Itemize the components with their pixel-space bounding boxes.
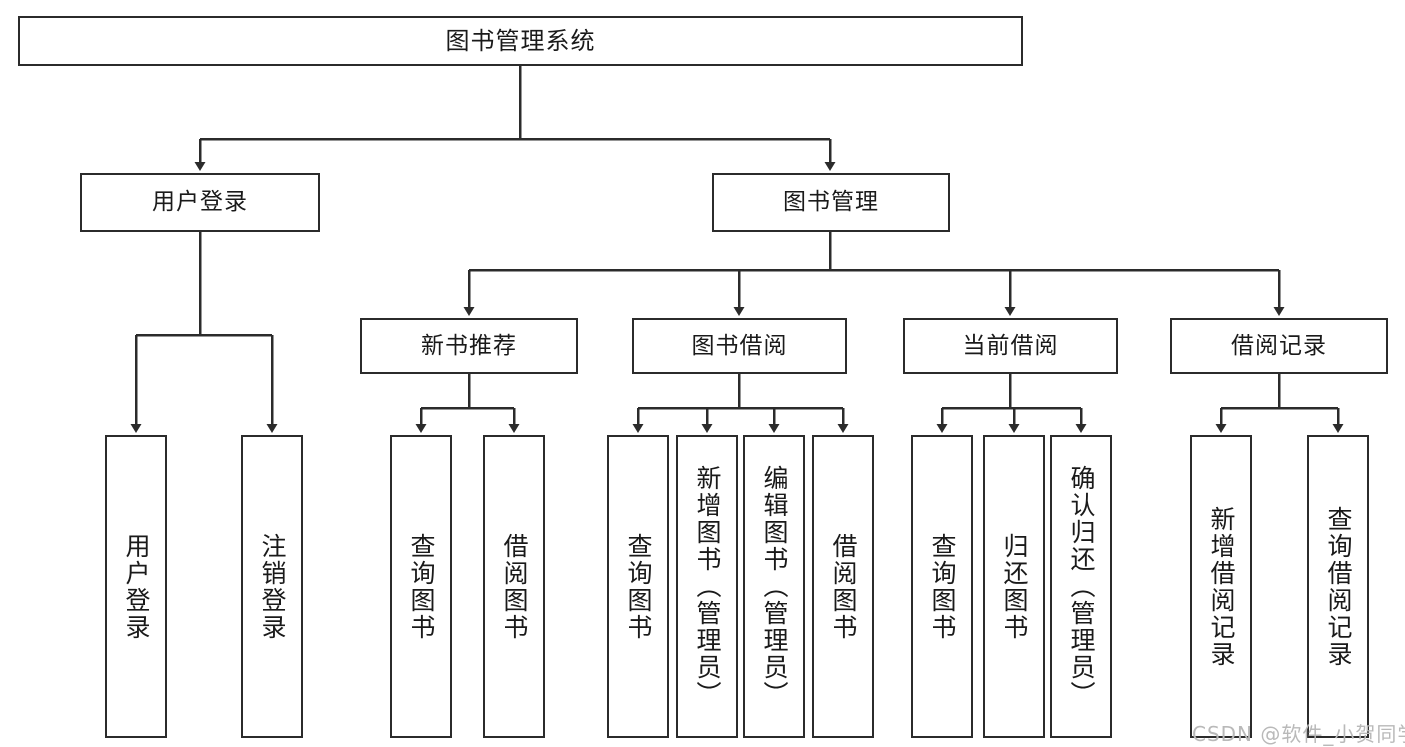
- leaf-query-book-bb[interactable]: 查询图书: [607, 435, 669, 738]
- leaf-query-book-nbr[interactable]: 查询图书: [390, 435, 452, 738]
- leaf-borrow-book-bb[interactable]: 借阅图书: [812, 435, 874, 738]
- leaf-borrow-book-bb-label: 借阅图书: [829, 532, 858, 641]
- leaf-edit-book-admin-label: 编辑图书（管理员）: [760, 465, 789, 708]
- leaf-borrow-book-nbr-label: 借阅图书: [500, 532, 529, 641]
- node-book-borrow[interactable]: 图书借阅: [632, 318, 847, 374]
- node-new-book-recommend[interactable]: 新书推荐: [360, 318, 578, 374]
- leaf-edit-book-admin[interactable]: 编辑图书（管理员）: [743, 435, 805, 738]
- node-user-login-label: 用户登录: [152, 189, 248, 215]
- leaf-query-book-cb-label: 查询图书: [928, 532, 957, 641]
- node-current-borrow[interactable]: 当前借阅: [903, 318, 1118, 374]
- leaf-confirm-return-admin[interactable]: 确认归还（管理员）: [1050, 435, 1112, 738]
- leaf-add-book-admin-label: 新增图书（管理员）: [693, 465, 722, 708]
- node-borrow-record[interactable]: 借阅记录: [1170, 318, 1388, 374]
- leaf-user-login[interactable]: 用户登录: [105, 435, 167, 738]
- leaf-return-book[interactable]: 归还图书: [983, 435, 1045, 738]
- leaf-query-borrow-record-label: 查询借阅记录: [1324, 505, 1353, 668]
- csdn-watermark: CSDN @软件_小贺同学: [1192, 722, 1405, 746]
- leaf-logout[interactable]: 注销登录: [241, 435, 303, 738]
- node-root[interactable]: 图书管理系统: [18, 16, 1023, 66]
- leaf-user-login-label: 用户登录: [122, 532, 151, 641]
- node-book-management[interactable]: 图书管理: [712, 173, 950, 232]
- leaf-add-book-admin[interactable]: 新增图书（管理员）: [676, 435, 738, 738]
- node-root-label: 图书管理系统: [445, 27, 596, 55]
- leaf-query-book-cb[interactable]: 查询图书: [911, 435, 973, 738]
- leaf-add-borrow-record-label: 新增借阅记录: [1207, 505, 1236, 668]
- node-book-borrow-label: 图书借阅: [691, 332, 788, 359]
- leaf-logout-label: 注销登录: [258, 532, 287, 641]
- leaf-query-borrow-record[interactable]: 查询借阅记录: [1307, 435, 1369, 738]
- leaf-query-book-nbr-label: 查询图书: [407, 532, 436, 641]
- leaf-return-book-label: 归还图书: [1000, 532, 1029, 641]
- leaf-add-borrow-record[interactable]: 新增借阅记录: [1190, 435, 1252, 738]
- leaf-query-book-bb-label: 查询图书: [624, 532, 653, 641]
- node-current-borrow-label: 当前借阅: [962, 332, 1059, 359]
- node-new-book-recommend-label: 新书推荐: [421, 332, 517, 359]
- leaf-confirm-return-admin-label: 确认归还（管理员）: [1067, 465, 1096, 708]
- leaf-borrow-book-nbr[interactable]: 借阅图书: [483, 435, 545, 738]
- node-user-login[interactable]: 用户登录: [80, 173, 320, 232]
- node-borrow-record-label: 借阅记录: [1231, 332, 1327, 359]
- node-book-management-label: 图书管理: [783, 189, 879, 215]
